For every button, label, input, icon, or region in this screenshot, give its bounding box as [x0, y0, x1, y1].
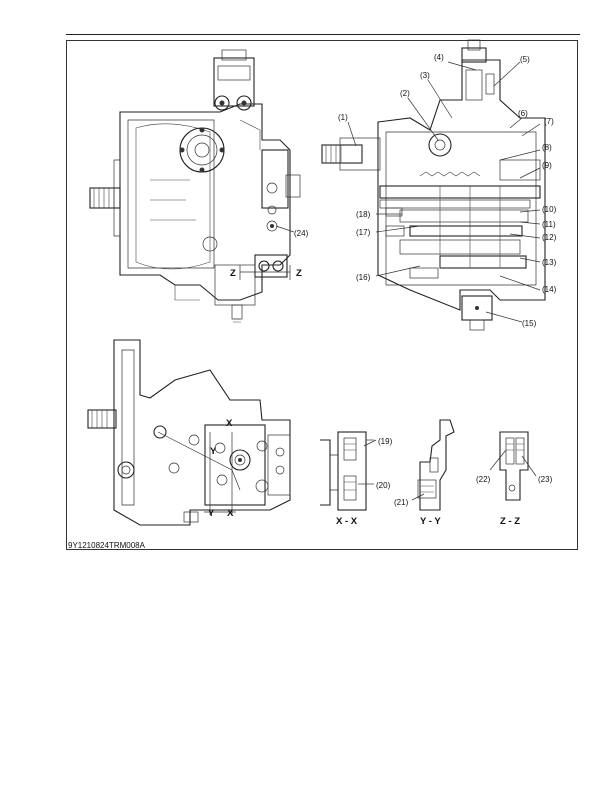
section-mark-y-mid: Y	[210, 446, 217, 457]
callout-13: (13)	[542, 258, 557, 267]
callout-8: (8)	[542, 143, 552, 152]
section-title-x-x: X - X	[336, 516, 358, 527]
callout-11: (11)	[542, 220, 556, 229]
section-title-z-z: Z - Z	[500, 516, 520, 527]
callout-12: (12)	[542, 233, 557, 242]
callout-3: (3)	[420, 71, 430, 80]
callout-6: (6)	[518, 109, 528, 118]
upper-left-external-view	[89, 49, 301, 323]
callout-19: (19)	[378, 437, 393, 446]
leader-lines-upper	[275, 61, 541, 323]
callout-15: (15)	[522, 319, 537, 328]
section-mark-x-bottom: X	[227, 508, 234, 519]
section-z-z-detail	[489, 431, 537, 501]
callout-10: (10)	[542, 205, 557, 214]
callout-18: (18)	[356, 210, 371, 219]
section-y-y-detail	[411, 419, 455, 511]
section-x-x-detail	[320, 431, 377, 511]
section-mark-x-top: X	[226, 418, 233, 429]
callout-23: (23)	[538, 475, 553, 484]
callout-7: (7)	[544, 117, 554, 126]
callout-14: (14)	[542, 285, 557, 294]
section-mark-z-right: Z	[296, 268, 302, 279]
callout-20: (20)	[376, 481, 391, 490]
figure-frame	[66, 40, 578, 550]
figure-code: 9Y1210824TRM008A	[68, 541, 145, 550]
callout-2: (2)	[400, 89, 410, 98]
callout-21: (21)	[394, 498, 409, 507]
section-mark-y-bottom: Y	[208, 508, 215, 519]
callout-1: (1)	[338, 113, 348, 122]
callout-22: (22)	[476, 475, 491, 484]
lower-left-external-view	[87, 339, 291, 526]
callout-5: (5)	[520, 55, 530, 64]
callout-9: (9)	[542, 161, 552, 170]
section-title-y-y: Y - Y	[420, 516, 441, 527]
callout-17: (17)	[356, 228, 371, 237]
callout-24: (24)	[294, 229, 309, 238]
upper-right-section-view	[321, 39, 546, 331]
callout-4: (4)	[434, 53, 444, 62]
top-rule	[66, 34, 580, 35]
section-mark-z-left: Z	[230, 268, 236, 279]
callout-16: (16)	[356, 273, 371, 282]
